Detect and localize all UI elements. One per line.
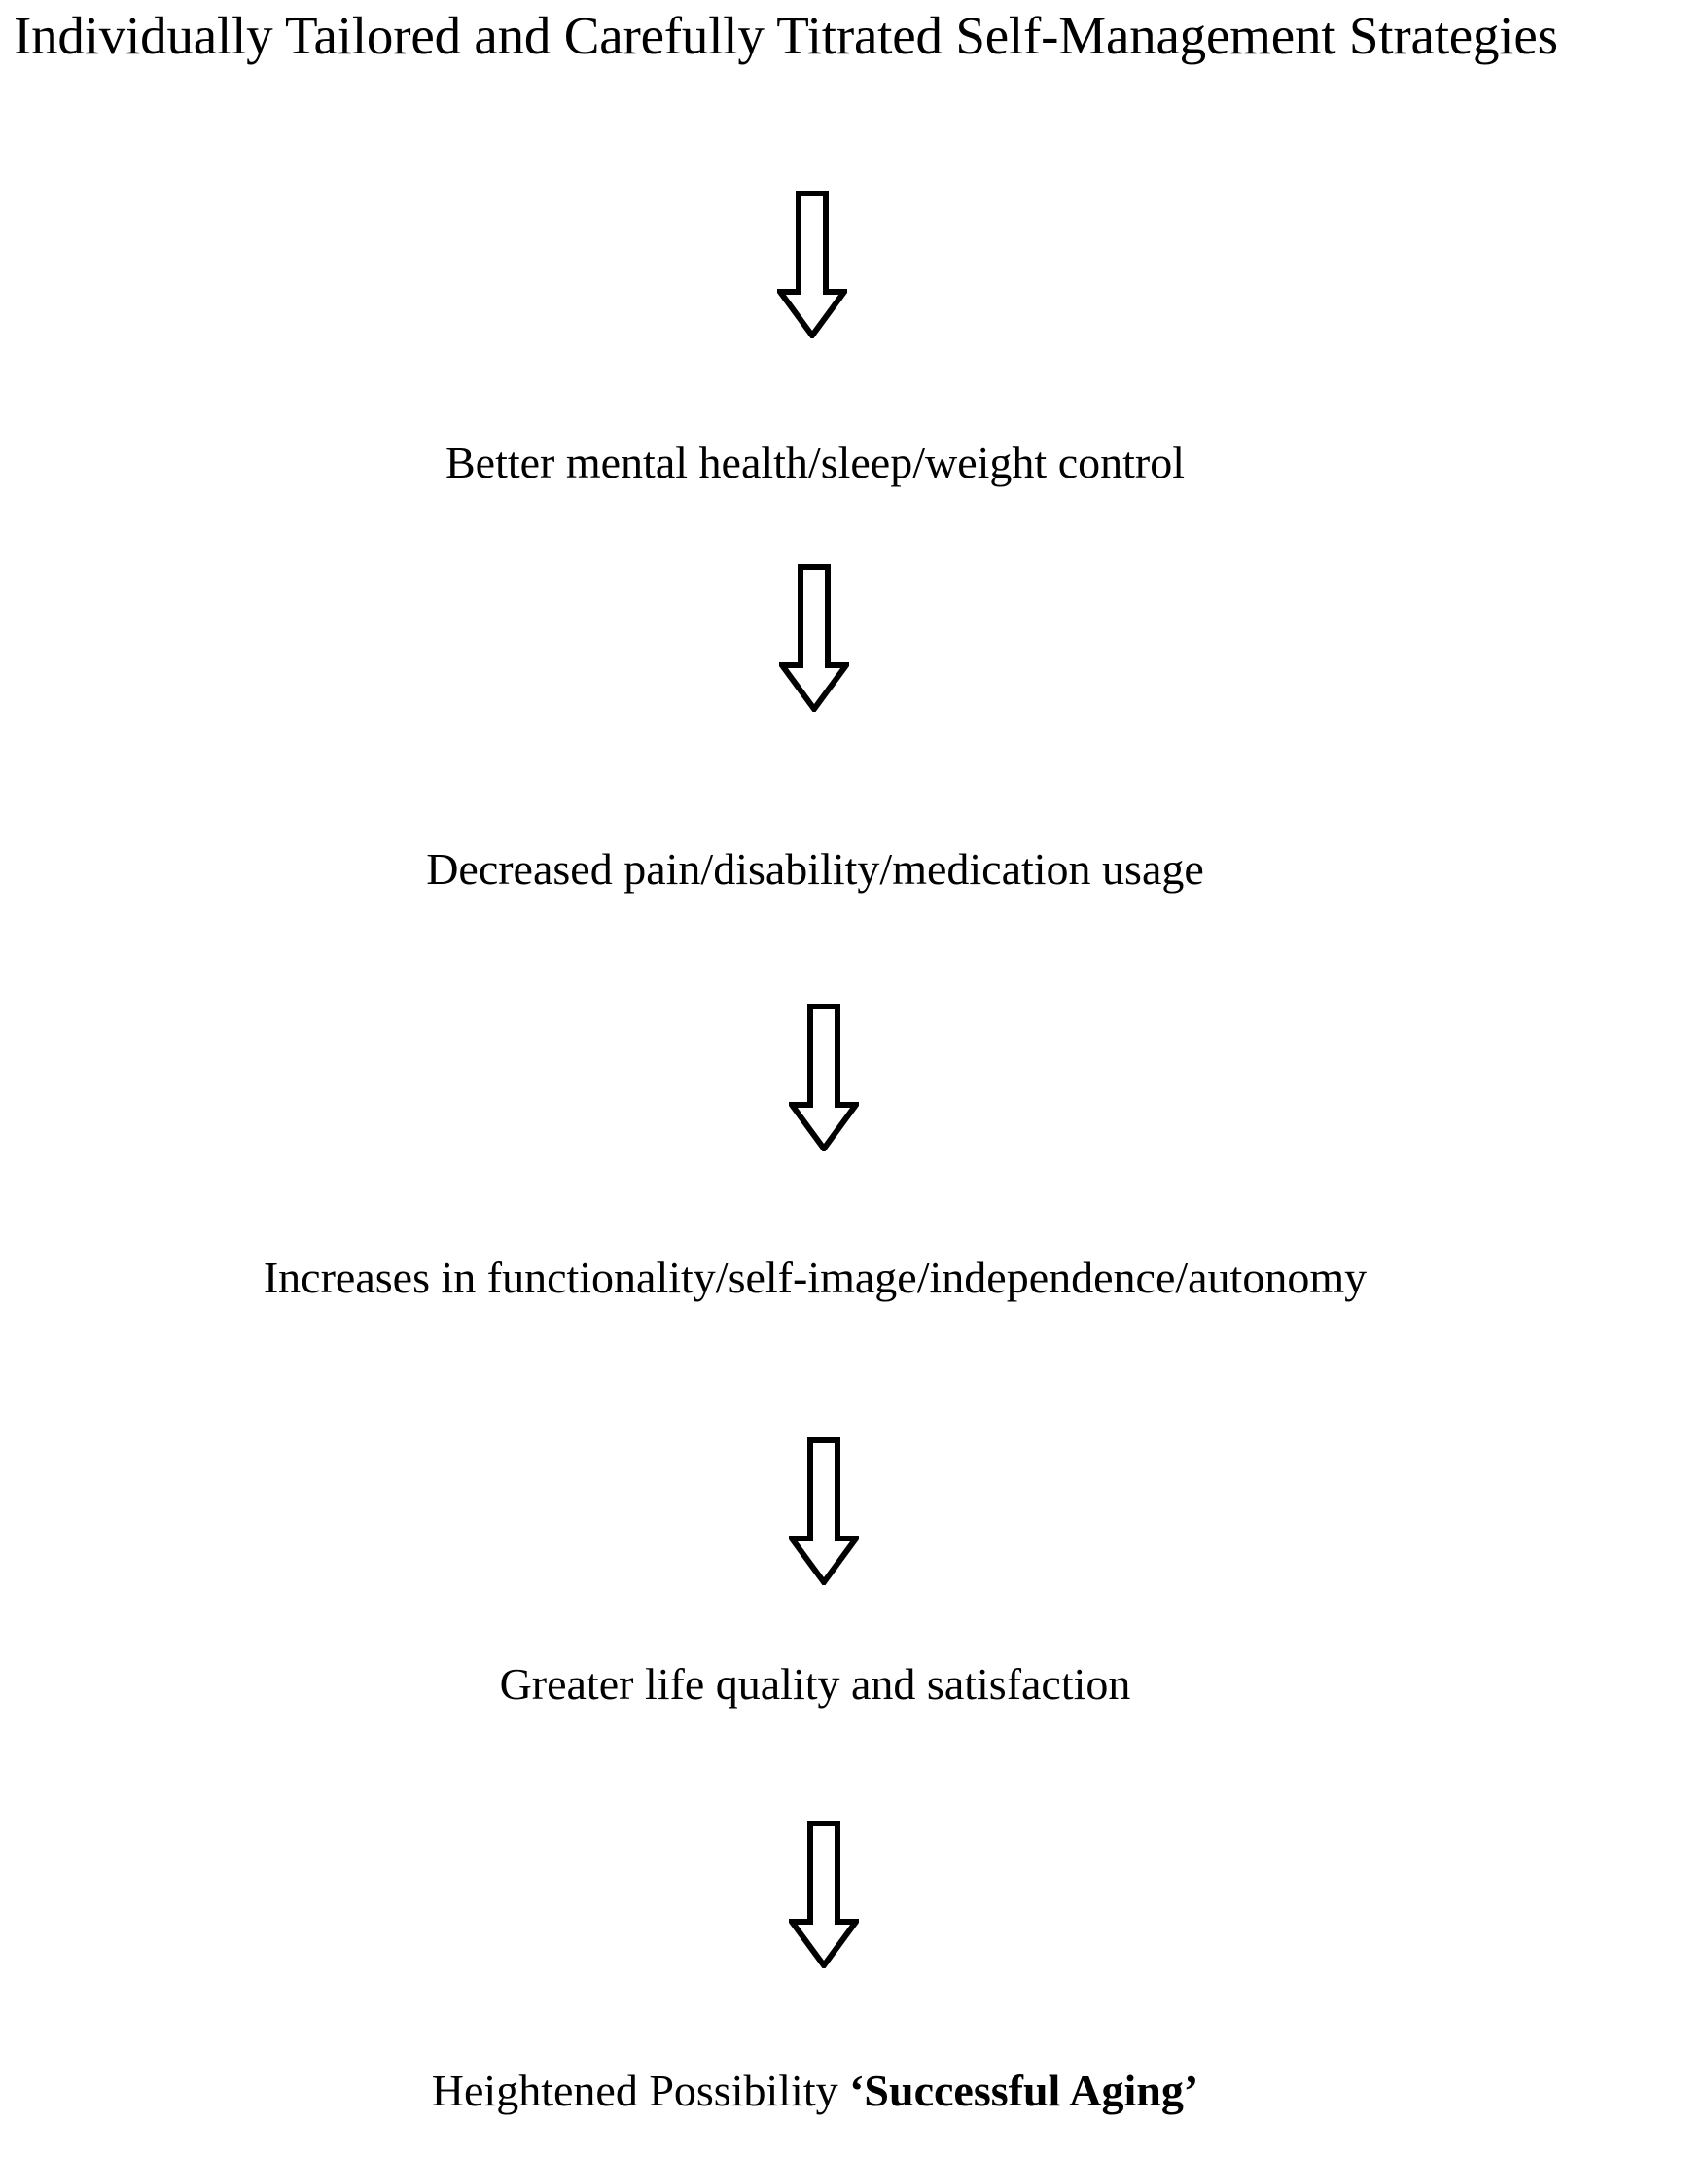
- stage-text-5: Heightened Possibility ‘Successful Aging…: [0, 2066, 1630, 2117]
- connector-arrow-1: [777, 191, 847, 338]
- connector-arrow-2: [779, 564, 849, 712]
- down-block-arrow-icon: [789, 1821, 859, 1968]
- down-block-arrow-icon: [789, 1437, 859, 1585]
- stage-text-3: Increases in functionality/self-image/in…: [263, 1253, 1368, 1302]
- connector-arrow-4: [789, 1437, 859, 1585]
- down-block-arrow-icon: [779, 564, 849, 712]
- stage-text-1: Better mental health/sleep/weight contro…: [445, 438, 1186, 487]
- connector-arrow-3: [789, 1004, 859, 1151]
- stage-text-2: Decreased pain/disability/medication usa…: [426, 844, 1204, 894]
- stage-5-prefix: Heightened Possibility: [431, 2066, 850, 2115]
- stage-5-emphasis: ‘Successful Aging’: [849, 2066, 1199, 2115]
- connector-arrow-5: [789, 1821, 859, 1968]
- stage-text-4: Greater life quality and satisfaction: [499, 1659, 1131, 1709]
- down-block-arrow-icon: [789, 1004, 859, 1151]
- down-block-arrow-icon: [777, 191, 847, 338]
- diagram-title: Individually Tailored and Carefully Titr…: [14, 6, 1558, 65]
